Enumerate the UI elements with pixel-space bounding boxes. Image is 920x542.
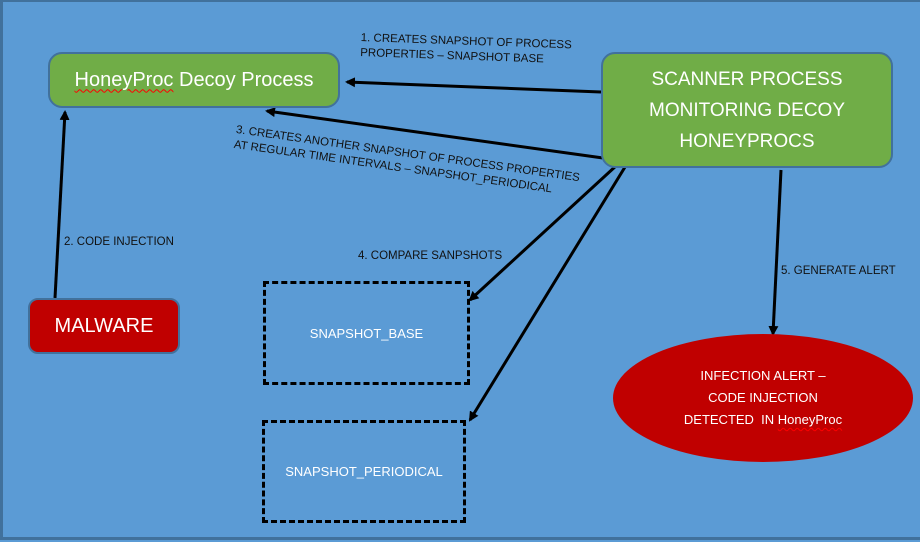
step5-line-1: 5. GENERATE ALERT: [781, 265, 896, 277]
decoy-process-node: HoneyProc Decoy Process: [48, 52, 340, 108]
arrow-step5: [768, 169, 783, 336]
malware-node: MALWARE: [28, 298, 180, 354]
arrow-step1: [345, 77, 602, 94]
arrow-step4-base: [468, 163, 619, 302]
arrow-step3: [265, 107, 604, 160]
decoy-suffix: Decoy Process: [173, 68, 314, 91]
alert-line-3: DETECTED IN: [683, 412, 778, 427]
snapshot-base-node: SNAPSHOT_BASE: [263, 281, 470, 385]
scanner-line-1: SCANNER PROCESS: [651, 68, 843, 90]
edge-label-step2: 2. CODE INJECTION: [64, 235, 174, 250]
snapshot-periodical-node: SNAPSHOT_PERIODICAL: [262, 420, 466, 523]
decoy-name: HoneyProc: [74, 68, 174, 91]
scanner-line-2: MONITORING DECOY: [649, 99, 845, 121]
alert-line-2: CODE INJECTION: [708, 390, 818, 405]
infection-alert-node: INFECTION ALERT – CODE INJECTION DETECTE…: [613, 334, 913, 462]
malware-label: MALWARE: [54, 314, 154, 337]
arrow-step2: [53, 110, 70, 299]
alert-honeyproc: HoneyProc: [777, 412, 843, 427]
edge-label-step5: 5. GENERATE ALERT: [781, 264, 896, 279]
snapshot-base-label: SNAPSHOT_BASE: [309, 325, 424, 341]
scanner-line-3: HONEYPROCS: [679, 130, 815, 152]
arrows-layer: [53, 77, 783, 422]
scanner-process-node: SCANNER PROCESS MONITORING DECOY HONEYPR…: [601, 52, 893, 168]
alert-line-1: INFECTION ALERT –: [700, 368, 826, 383]
snapshot-periodical-label: SNAPSHOT_PERIODICAL: [285, 464, 443, 479]
edge-label-step4: 4. COMPARE SANPSHOTS: [358, 249, 502, 264]
arrow-step4-periodical: [468, 166, 627, 422]
step2-line-1: 2. CODE INJECTION: [64, 236, 174, 248]
step4-line-1: 4. COMPARE SANPSHOTS: [358, 250, 503, 262]
